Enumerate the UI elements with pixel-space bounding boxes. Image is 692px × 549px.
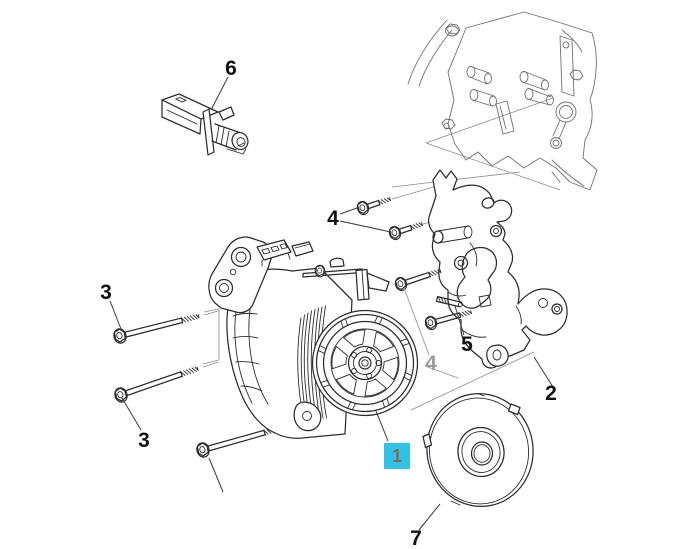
callout-7[interactable]: 7 (410, 527, 422, 549)
selected-callout-highlight[interactable] (384, 443, 410, 469)
callout-6[interactable]: 6 (225, 57, 237, 80)
callout-2[interactable]: 2 (545, 382, 557, 405)
ac-compressor-part-1 (208, 236, 419, 439)
engine-block-reference (407, 11, 598, 191)
bracket-bolt-part-4-right-a (394, 265, 443, 292)
callout-5[interactable]: 5 (461, 333, 473, 356)
bracket-bolt-part-4-upper-a (356, 193, 392, 216)
callout-1-selected[interactable]: 1 (392, 446, 402, 466)
compressor-bolt-part-3-b (113, 362, 200, 404)
callout-labels: 6 3 3 4 4 5 2 1 7 (100, 57, 557, 549)
bracket-bolt-part-4-upper-b (388, 218, 424, 241)
compressor-bracket-part-2 (428, 169, 568, 369)
callout-leader-lines (109, 76, 554, 531)
callout-4-upper[interactable]: 4 (327, 207, 339, 230)
pulley-cover-part-7 (422, 392, 534, 508)
callout-4-muted[interactable]: 4 (425, 352, 437, 375)
compressor-bolt-part-3-a (112, 309, 200, 344)
callout-3-upper[interactable]: 3 (100, 281, 112, 304)
callout-3-lower[interactable]: 3 (138, 429, 150, 452)
pressure-sensor-part-6 (161, 93, 249, 156)
